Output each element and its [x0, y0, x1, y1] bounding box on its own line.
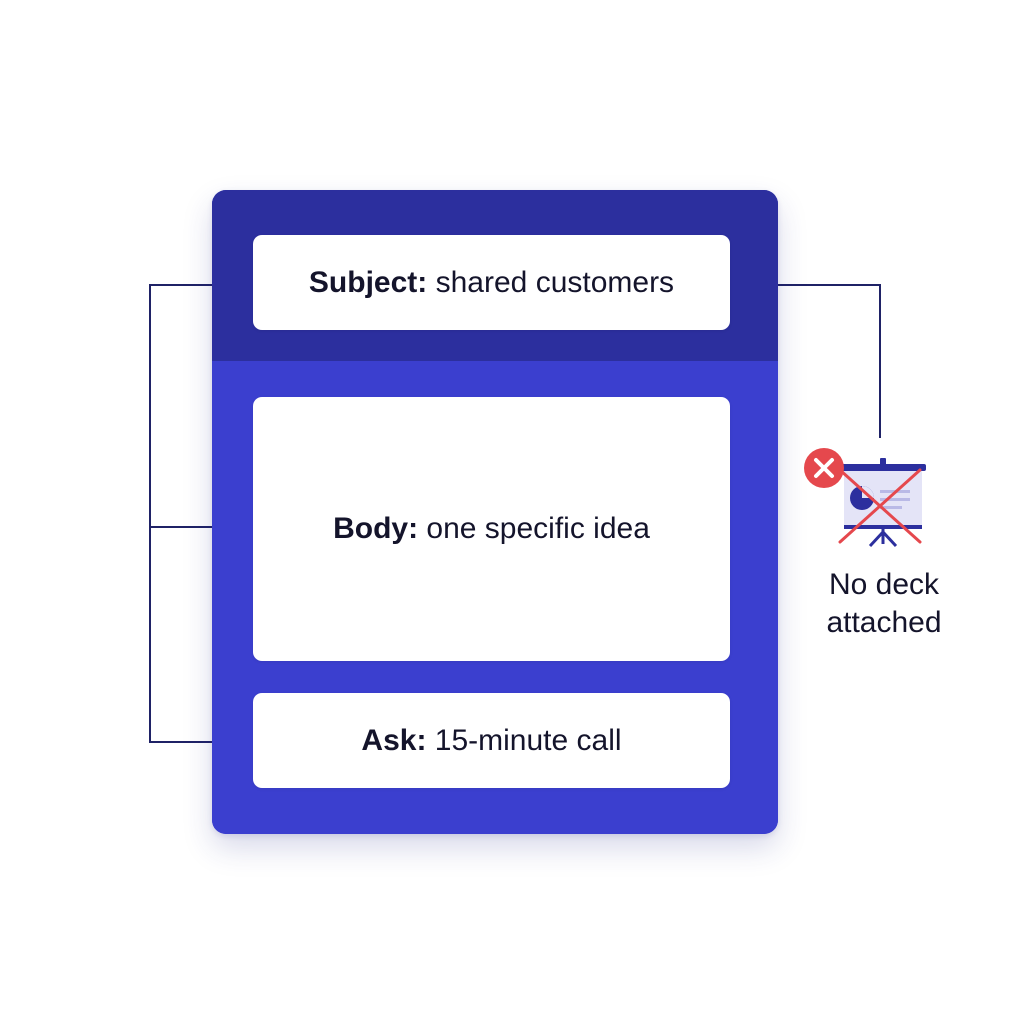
presentation-deck-crossed-icon	[804, 448, 926, 548]
error-x-icon	[804, 448, 844, 488]
right-connector-line	[731, 284, 881, 438]
body-field: Body: one specific idea	[253, 397, 730, 661]
ask-key: Ask:	[361, 723, 427, 757]
left-bracket-line	[149, 284, 252, 743]
body-key: Body:	[333, 512, 419, 545]
no-deck-label: No deck attached	[826, 568, 942, 639]
subject-key: Subject:	[308, 265, 428, 299]
body-value: one specific idea	[426, 512, 650, 545]
subject-field: Subject: shared customers	[253, 235, 730, 330]
email-card: Subject: shared customers Body: one spec…	[212, 190, 778, 834]
subject-value: shared customers	[435, 265, 675, 299]
ask-value: 15-minute call	[434, 723, 622, 757]
ask-field: Ask: 15-minute call	[253, 693, 730, 788]
